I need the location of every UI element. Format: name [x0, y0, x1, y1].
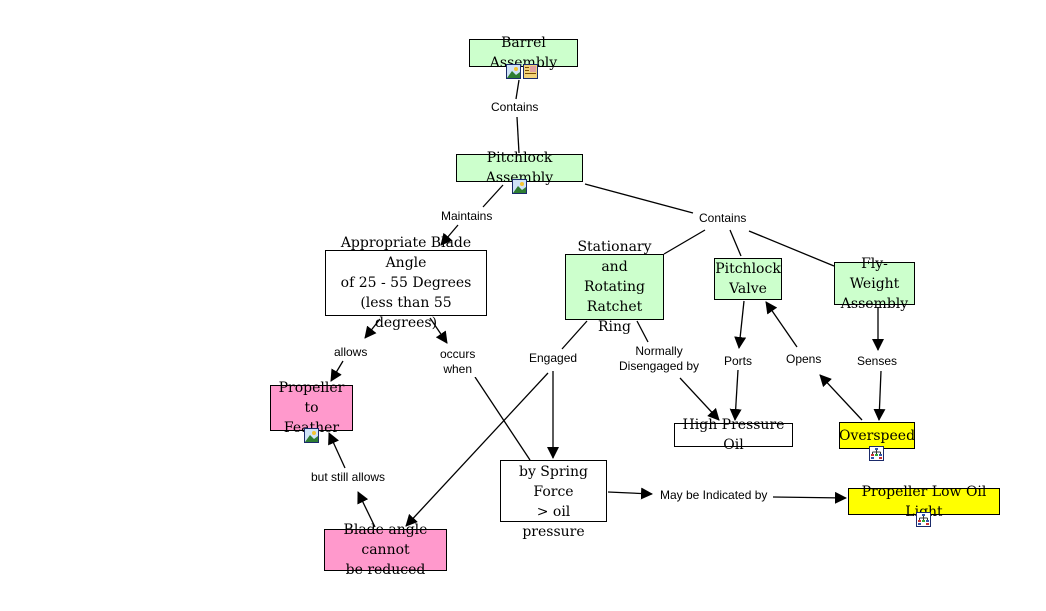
connection-line[interactable]: [515, 79, 520, 100]
connection-arrow[interactable]: [873, 370, 886, 421]
link-occurs-when[interactable]: occurs when: [439, 347, 477, 377]
connection-line[interactable]: [748, 230, 835, 267]
connection-arrow[interactable]: [328, 432, 346, 469]
concept-label: Fly-Weight Assembly: [840, 255, 909, 312]
concept-ratchet-ring[interactable]: Stationary and Rotating Ratchet Ring: [565, 239, 664, 335]
concept-label: Appropriate Blade Angle of 25 - 55 Degre…: [340, 235, 472, 331]
concept-barrel-assembly[interactable]: Barrel Assembly: [469, 35, 578, 71]
link-senses[interactable]: Senses: [856, 354, 899, 369]
concept-label: by Spring Force > oil pressure: [518, 464, 589, 540]
concept-blade-angle-cannot-be-reduced[interactable]: Blade angle cannot be reduced: [324, 522, 447, 578]
concept-label: Overspeed: [838, 427, 916, 444]
connection-arrow[interactable]: [405, 372, 549, 527]
image-icon[interactable]: [506, 64, 521, 79]
connection-arrow[interactable]: [429, 317, 448, 344]
connection-line[interactable]: [516, 116, 520, 154]
link-may-be-indicated-by[interactable]: May be Indicated by: [659, 488, 769, 503]
concept-spring-force[interactable]: by Spring Force > oil pressure: [500, 460, 607, 540]
concept-pitchlock-valve[interactable]: Pitchlock Valve: [714, 258, 782, 300]
concept-pitchlock-assembly[interactable]: Pitchlock Assembly: [456, 150, 583, 186]
connection-line[interactable]: [584, 183, 694, 214]
connection-arrow[interactable]: [607, 487, 653, 500]
connection-arrow[interactable]: [330, 360, 344, 382]
concept-propeller-to-feather[interactable]: Propeller to Feather: [270, 380, 353, 436]
connection-arrow[interactable]: [765, 301, 798, 348]
connection-arrow[interactable]: [772, 491, 847, 504]
concept-high-pressure-oil[interactable]: High Pressure Oil: [674, 417, 793, 453]
link-normally-disengaged-by[interactable]: Normally Disengaged by: [618, 344, 701, 374]
connection-arrow[interactable]: [357, 491, 376, 528]
concept-overspeed[interactable]: Overspeed: [839, 422, 915, 449]
connection-arrow[interactable]: [440, 224, 459, 246]
link-engaged[interactable]: Engaged: [528, 351, 579, 366]
connection-arrow[interactable]: [729, 369, 742, 421]
connection-arrow[interactable]: [364, 318, 381, 339]
connection-line[interactable]: [474, 376, 531, 461]
image-icon[interactable]: [304, 428, 319, 443]
link-contains[interactable]: Contains: [698, 211, 748, 226]
connection-arrow[interactable]: [819, 374, 863, 421]
concept-map-icon[interactable]: [916, 512, 931, 527]
concept-label: Pitchlock Assembly: [485, 150, 554, 186]
link-contains[interactable]: Contains: [490, 100, 540, 115]
document-image-icon[interactable]: [523, 64, 538, 79]
image-icon[interactable]: [512, 179, 527, 194]
concept-label: Blade angle cannot be reduced: [343, 522, 428, 578]
link-opens[interactable]: Opens: [785, 352, 823, 367]
concept-fly-weight-assembly[interactable]: Fly-Weight Assembly: [834, 256, 915, 312]
connection-line[interactable]: [663, 229, 706, 255]
concept-appropriate-blade-angle[interactable]: Appropriate Blade Angle of 25 - 55 Degre…: [325, 235, 487, 331]
concept-propeller-low-oil-light[interactable]: Propeller Low Oil Light: [848, 484, 1000, 520]
link-maintains[interactable]: Maintains: [440, 209, 494, 224]
connection-line[interactable]: [482, 184, 504, 208]
link-but-still-allows[interactable]: but still allows: [310, 470, 387, 485]
connection-line[interactable]: [729, 229, 742, 257]
link-allows[interactable]: allows: [333, 345, 369, 360]
link-ports[interactable]: Ports: [723, 354, 754, 369]
connection-arrow[interactable]: [734, 300, 747, 349]
concept-map-icon[interactable]: [869, 446, 884, 461]
concept-label: Pitchlock Valve: [715, 261, 781, 297]
connection-line[interactable]: [561, 320, 588, 350]
connection-arrow[interactable]: [679, 377, 720, 421]
concept-label: High Pressure Oil: [682, 417, 785, 453]
concept-label: Stationary and Rotating Ratchet Ring: [577, 239, 652, 335]
concept-label: Propeller Low Oil Light: [861, 483, 987, 520]
connection-line[interactable]: [636, 320, 649, 343]
